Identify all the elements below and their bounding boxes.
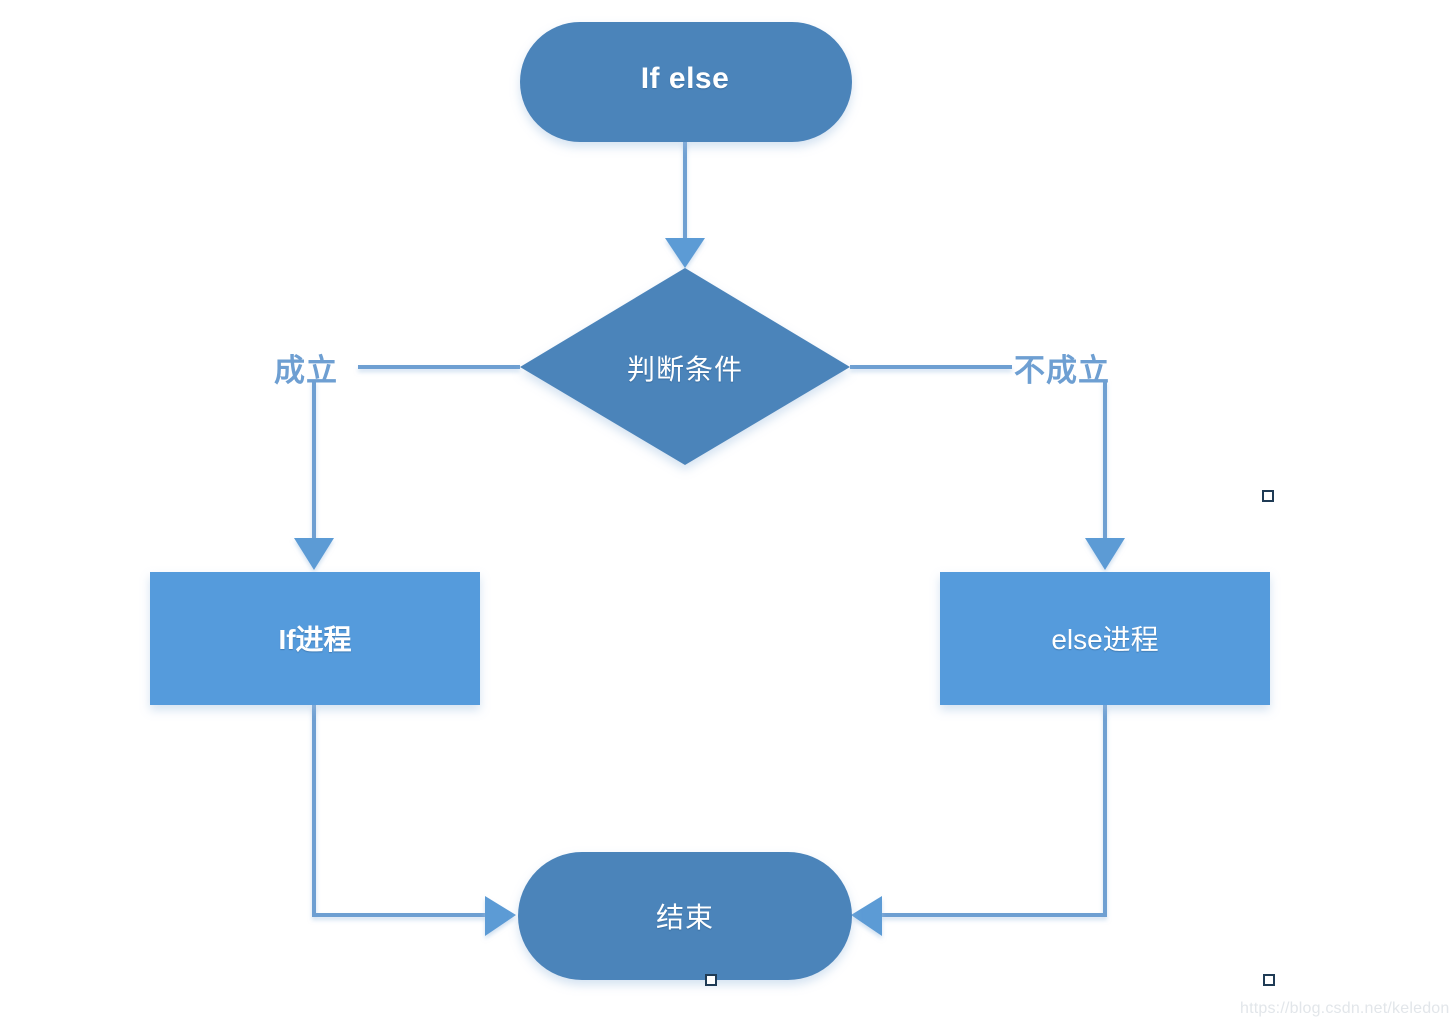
arrowhead-decision-to-if [294,538,334,570]
node-start[interactable] [520,22,852,142]
edge-else-to-end [880,705,1107,917]
node-else-process[interactable] [940,572,1270,705]
selection-handle-right-bottom[interactable] [1263,974,1275,986]
selection-handle-right-middle[interactable] [1262,490,1274,502]
edge-label-false-branch: 不成立 [1014,353,1110,388]
edge-if-to-end [312,705,487,917]
edge-label-true-branch: 成立 [274,353,338,388]
selection-handle-bottom-middle[interactable] [705,974,717,986]
arrowhead-else-to-end [851,896,882,936]
arrowhead-group [294,238,1125,936]
node-decision[interactable] [520,268,850,465]
node-end[interactable] [518,852,852,980]
connector-group [312,140,1107,917]
watermark-text: https://blog.csdn.net/keledon [1240,1000,1450,1017]
arrowhead-if-to-end [485,896,516,936]
arrowhead-start-to-decision [665,238,705,268]
node-if-process[interactable] [150,572,480,705]
arrowhead-decision-to-else [1085,538,1125,570]
